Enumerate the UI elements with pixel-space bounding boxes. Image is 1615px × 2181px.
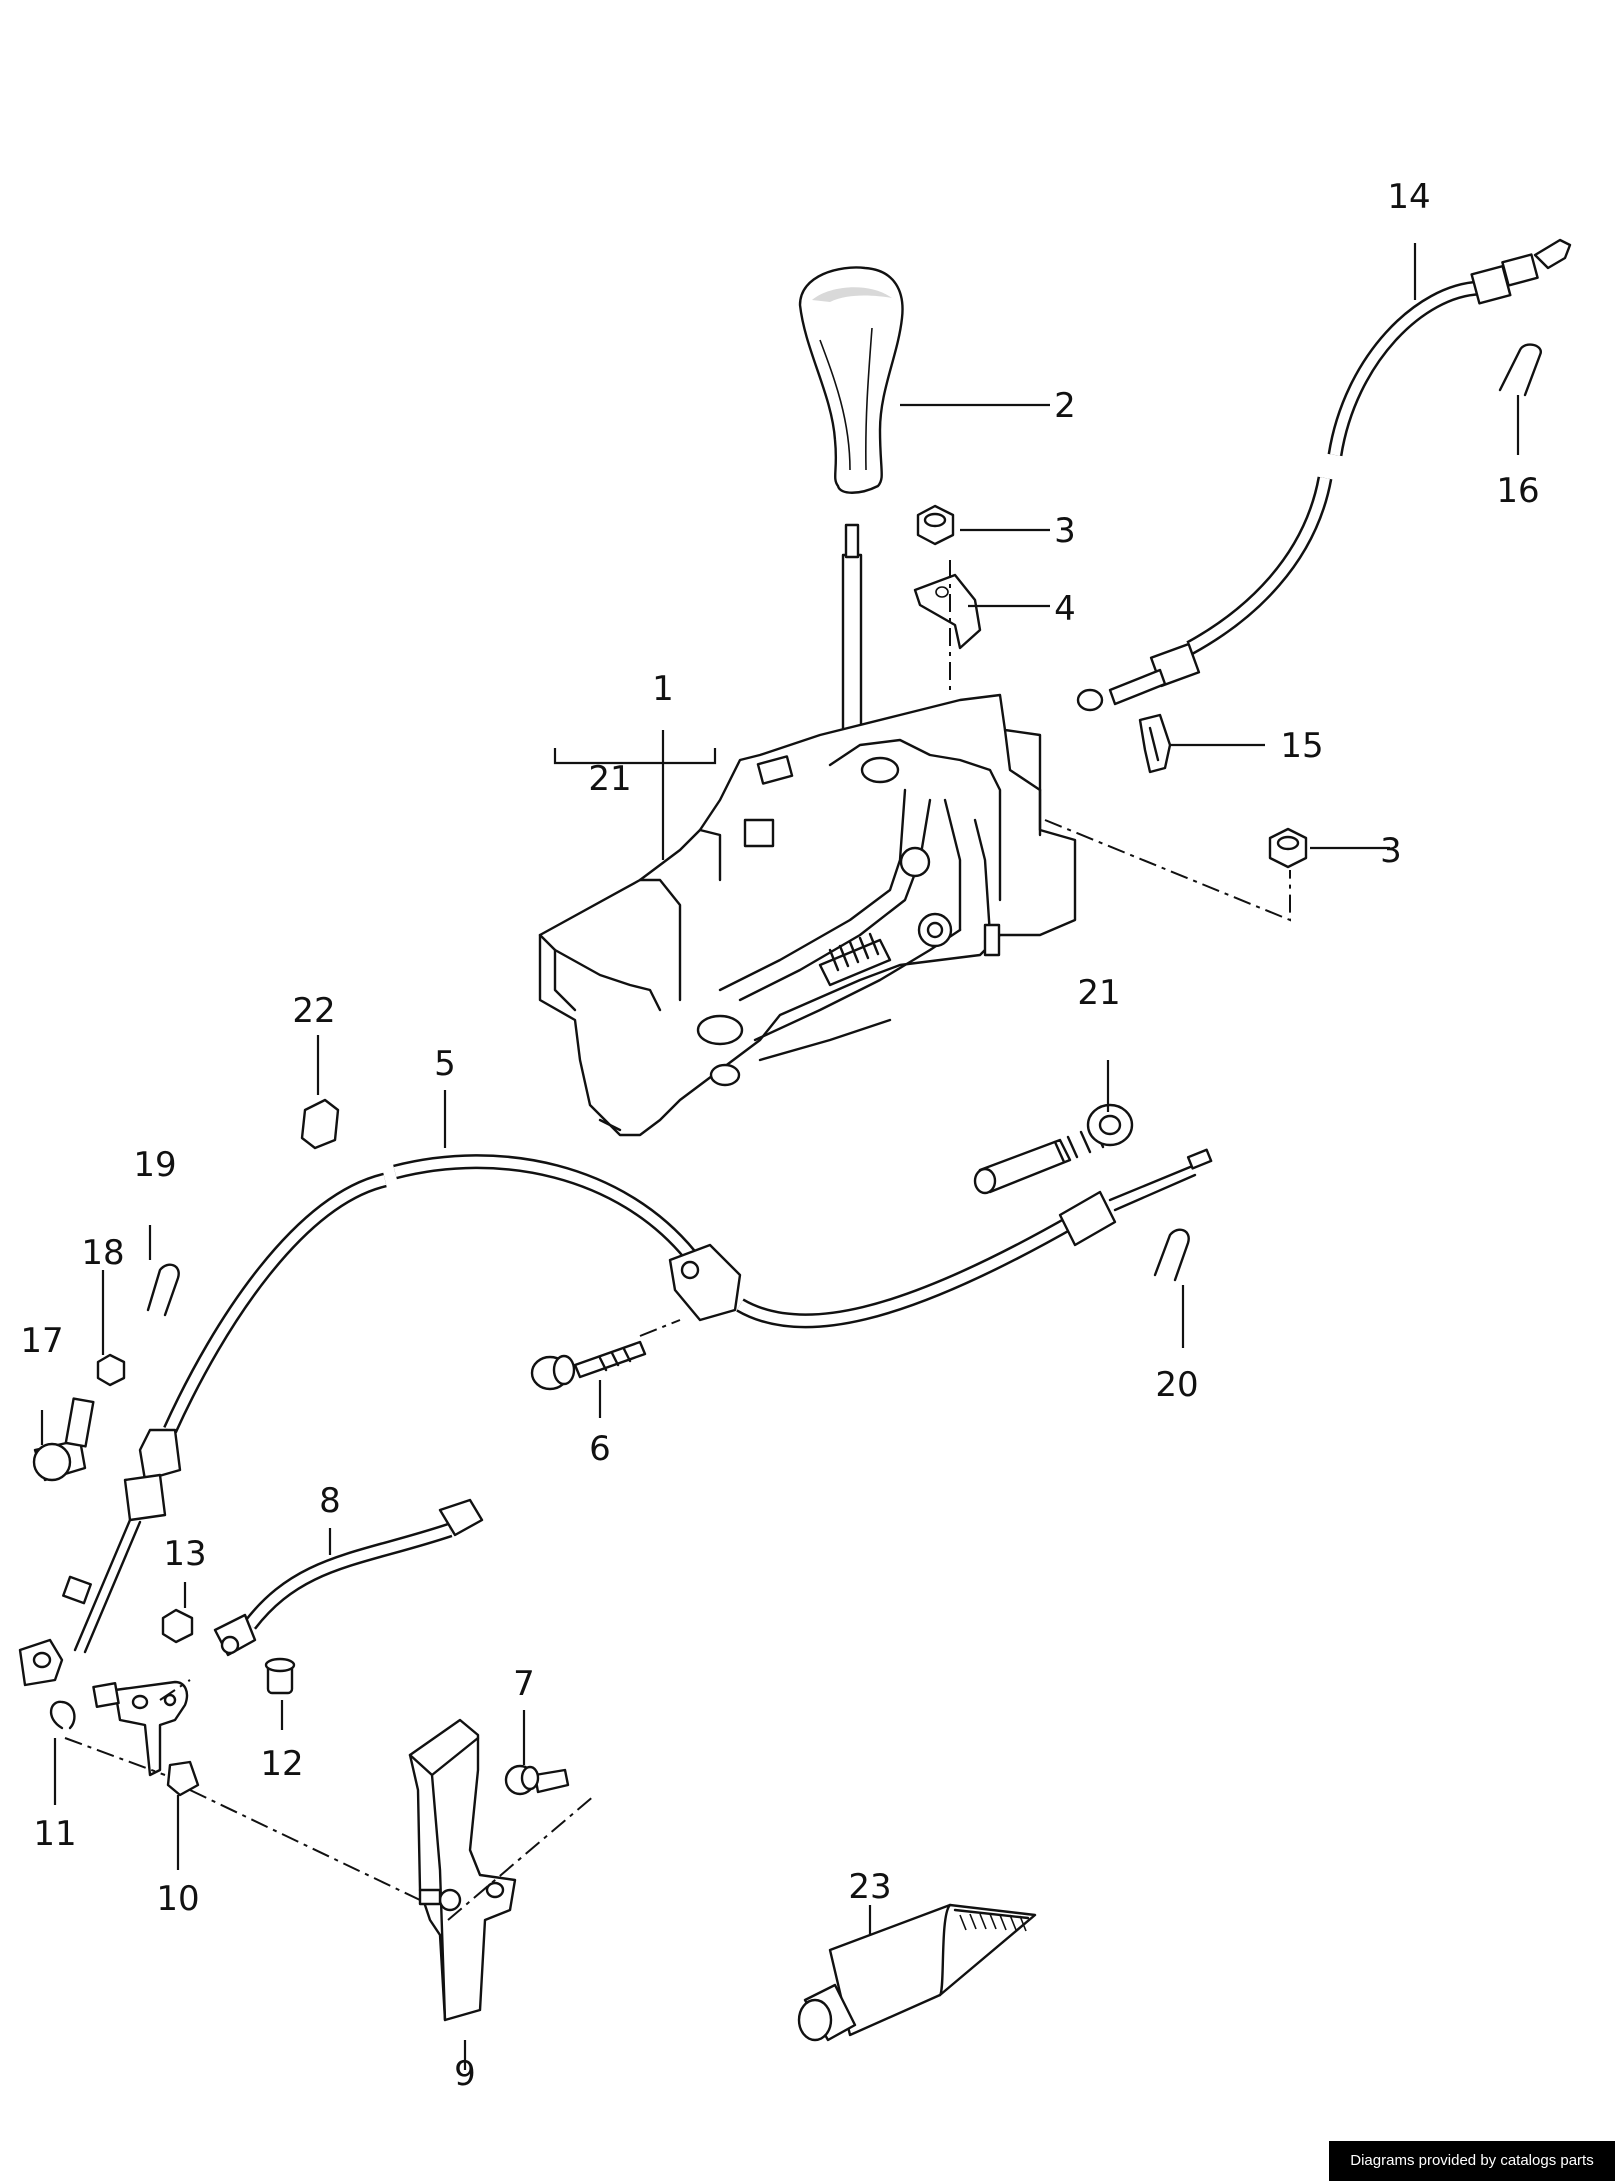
pin-part-12 — [264, 1657, 296, 1695]
leader-lines — [40, 243, 1520, 2070]
callout-15: 15 — [1280, 726, 1323, 766]
clip-part-11 — [49, 1700, 76, 1730]
callout-12: 12 — [260, 1744, 303, 1784]
callout-1: 1 — [652, 669, 674, 709]
callout-16: 16 — [1496, 471, 1539, 511]
spring-clip-part-20 — [1153, 1228, 1190, 1282]
cable-end-part-21 — [973, 1103, 1134, 1195]
callout-18: 18 — [81, 1233, 124, 1273]
bracket-part-4 — [913, 573, 982, 650]
selector-housing — [538, 693, 1077, 1137]
shift-lever-shaft — [841, 523, 863, 742]
nut-part-18 — [96, 1353, 126, 1387]
main-cable-part-5 — [18, 1148, 1213, 1687]
bolt-part-7 — [504, 1764, 570, 1796]
upper-cable-part-14 — [1076, 238, 1572, 712]
callout-9: 9 — [454, 2054, 476, 2094]
callout-22: 22 — [292, 991, 335, 1031]
callout-6: 6 — [589, 1429, 611, 1469]
callout-13: 13 — [163, 1534, 206, 1574]
callout-10: 10 — [156, 1879, 199, 1919]
callout-5: 5 — [434, 1044, 456, 1084]
clip-part-22 — [300, 1098, 340, 1150]
callout-8: 8 — [319, 1481, 341, 1521]
callout-14: 14 — [1387, 177, 1430, 217]
diagram-credit-footer: Diagrams provided by catalogs parts — [1329, 2141, 1615, 2181]
callout-3-right: 3 — [1380, 831, 1402, 871]
clip-part-15 — [1138, 713, 1172, 774]
lever-part-10 — [92, 1680, 200, 1797]
nut-part-3-right — [1268, 827, 1308, 869]
nut-part-13 — [161, 1608, 194, 1644]
bushing-part-17 — [32, 1397, 95, 1482]
nut-part-3-top — [916, 504, 955, 546]
callout-19: 19 — [133, 1145, 176, 1185]
callout-17: 17 — [20, 1321, 63, 1361]
spring-clip-part-16 — [1498, 343, 1542, 397]
callout-21-right: 21 — [1077, 973, 1120, 1013]
cable-part-8 — [213, 1498, 484, 1657]
lubricant-tube-part-23 — [797, 1903, 1037, 2042]
callout-23: 23 — [848, 1867, 891, 1907]
callout-labels: 1 2 3 3 4 5 6 7 8 9 10 11 12 13 14 15 16… — [20, 177, 1539, 2094]
clip-part-19 — [146, 1263, 180, 1317]
callout-20: 20 — [1155, 1365, 1198, 1405]
assembly-lines — [64, 560, 1291, 1921]
gear-knob — [798, 266, 904, 494]
bolt-part-6 — [530, 1340, 647, 1391]
callout-3-top: 3 — [1054, 511, 1076, 551]
callout-4: 4 — [1054, 589, 1076, 629]
callout-11: 11 — [33, 1814, 76, 1854]
callout-2: 2 — [1054, 386, 1076, 426]
bracket-part-9 — [408, 1718, 517, 2022]
callout-21-top: 21 — [588, 759, 631, 799]
callout-7: 7 — [513, 1664, 535, 1704]
